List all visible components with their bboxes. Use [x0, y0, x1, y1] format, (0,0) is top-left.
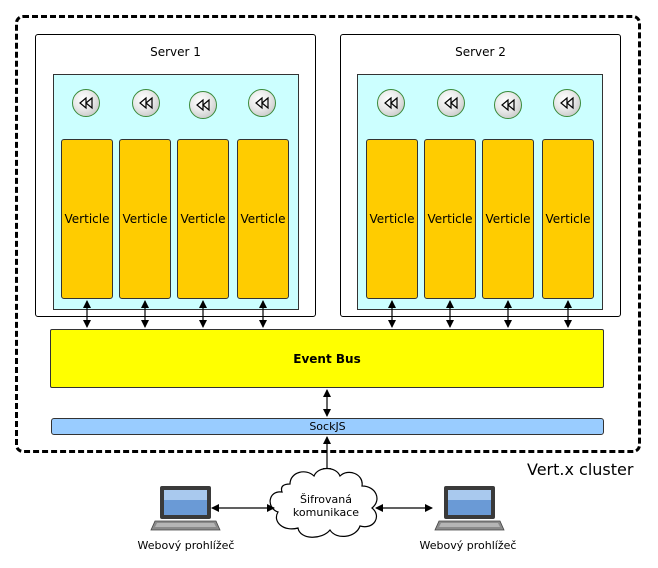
- rewind-icon: [248, 89, 276, 117]
- cloud-label-line: Šifrovaná: [300, 493, 352, 506]
- verticle: Verticle: [237, 139, 289, 299]
- verticle: Verticle: [424, 139, 476, 299]
- browser-label: Webový prohlížeč: [137, 539, 235, 552]
- event-bus: Event Bus: [50, 329, 604, 388]
- laptop-icon: [150, 486, 221, 531]
- verticle: Verticle: [366, 139, 418, 299]
- rewind-icon: [494, 91, 522, 119]
- rewind-icon: [553, 89, 581, 117]
- verticle: Verticle: [542, 139, 594, 299]
- cluster-label: Vert.x cluster: [527, 460, 634, 479]
- laptop-icon: [434, 486, 505, 531]
- rewind-icon: [72, 89, 100, 117]
- cloud-label-line: komunikace: [292, 506, 360, 519]
- sockjs-bar: SockJS: [51, 418, 604, 435]
- verticle: Verticle: [61, 139, 113, 299]
- server-title: Server 1: [150, 45, 201, 59]
- rewind-icon: [377, 89, 405, 117]
- browser-label: Webový prohlížeč: [419, 539, 517, 552]
- rewind-icon: [437, 89, 465, 117]
- verticle: Verticle: [482, 139, 534, 299]
- rewind-icon: [132, 89, 160, 117]
- verticle: Verticle: [177, 139, 229, 299]
- rewind-icon: [189, 91, 217, 119]
- server-title: Server 2: [455, 45, 506, 59]
- verticle: Verticle: [119, 139, 171, 299]
- cloud-label: Šifrovaná komunikace: [270, 493, 382, 519]
